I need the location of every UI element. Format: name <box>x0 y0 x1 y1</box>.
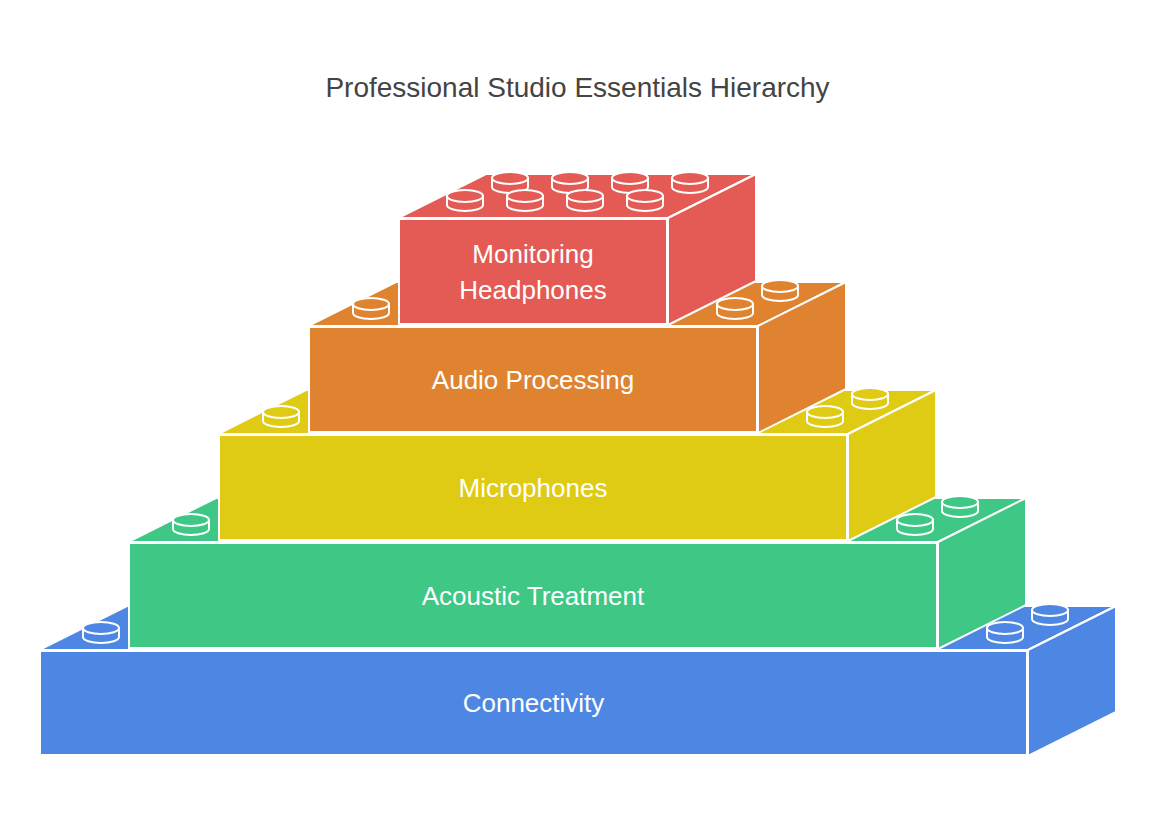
stud-top <box>567 190 603 202</box>
stud-top <box>173 514 209 526</box>
stud-top <box>852 388 888 400</box>
stud-top <box>672 172 708 184</box>
brick-label: Acoustic Treatment <box>410 578 657 614</box>
stud-top <box>942 496 978 508</box>
brick-stud <box>507 190 543 211</box>
brick-front: Acoustic Treatment <box>128 542 938 649</box>
brick-front: Audio Processing <box>308 326 758 433</box>
brick-side <box>938 498 1026 649</box>
stud-top <box>507 190 543 202</box>
brick-stud <box>897 514 933 535</box>
brick-stud <box>173 514 209 535</box>
stud-top <box>897 514 933 526</box>
brick-label: Microphones <box>447 470 620 506</box>
brick-stud <box>987 622 1023 643</box>
brick-side <box>1028 606 1116 756</box>
brick-stud <box>672 172 708 193</box>
stud-top <box>987 622 1023 634</box>
brick-stud <box>852 388 888 409</box>
brick-stud <box>717 298 753 319</box>
stud-top <box>807 406 843 418</box>
brick-label: Monitoring Headphones <box>441 236 625 308</box>
brick-side <box>758 282 846 433</box>
brick-stud <box>263 406 299 427</box>
stud-top <box>762 280 798 292</box>
stud-top <box>627 190 663 202</box>
brick-front: Connectivity <box>39 650 1028 756</box>
brick-stud <box>807 406 843 427</box>
stud-top <box>612 172 648 184</box>
stud-top <box>1032 604 1068 616</box>
brick-side <box>668 174 756 325</box>
brick-body <box>398 172 756 325</box>
stud-top <box>717 298 753 310</box>
stud-top <box>353 298 389 310</box>
brick-front: Monitoring Headphones <box>398 218 668 325</box>
brick-stud <box>447 190 483 211</box>
brick-stud <box>83 622 119 643</box>
stud-top <box>447 190 483 202</box>
brick-label: Connectivity <box>451 685 617 721</box>
brick-stud <box>627 190 663 211</box>
brick-stud <box>353 298 389 319</box>
stud-top <box>263 406 299 418</box>
stud-top <box>552 172 588 184</box>
brick-stud <box>942 496 978 517</box>
brick-stud <box>567 190 603 211</box>
brick-side <box>848 390 936 541</box>
stud-top <box>492 172 528 184</box>
brick-front: Microphones <box>218 434 848 541</box>
brick-stud <box>762 280 798 301</box>
brick-label: Audio Processing <box>420 362 646 398</box>
stud-top <box>83 622 119 634</box>
diagram-title: Professional Studio Essentials Hierarchy <box>0 72 1155 104</box>
brick-stud <box>1032 604 1068 625</box>
